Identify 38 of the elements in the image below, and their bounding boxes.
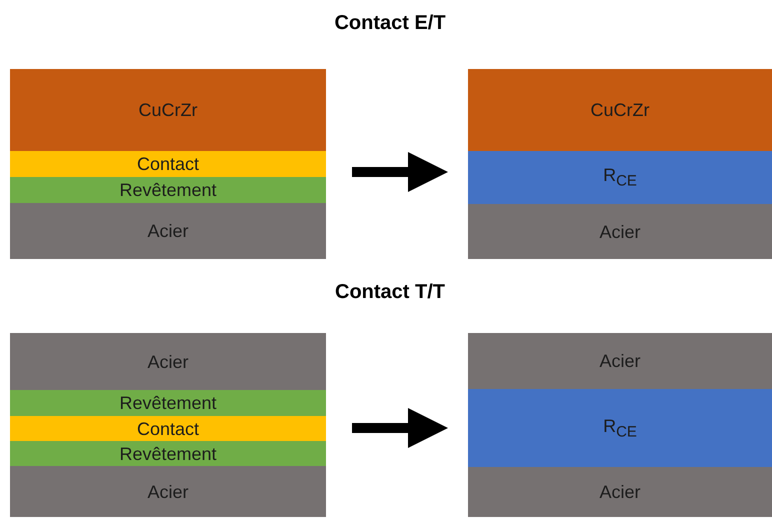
steel-layer: [468, 333, 772, 389]
section-heading: Contact T/T: [335, 281, 445, 304]
layer-label: Contact: [136, 155, 200, 173]
coating-layer: [10, 441, 326, 466]
steel-layer: [10, 466, 326, 517]
steel-layer: [10, 203, 326, 259]
layer-label: Contact: [136, 420, 200, 438]
contact-layer: [10, 416, 326, 441]
layer-label: Revêtement: [119, 444, 217, 462]
layer-stack: [468, 333, 772, 517]
contact-layer: [10, 151, 326, 177]
layer-stack: [10, 333, 326, 517]
layer-label: Revêtement: [119, 181, 217, 199]
coating-layer: [10, 390, 326, 416]
layer-label: R$_{CE}$: [603, 416, 637, 440]
copper-layer: [10, 69, 326, 151]
layer-label: CuCrZr: [138, 101, 198, 119]
resistance-layer: [468, 151, 772, 204]
coating-layer: [10, 177, 326, 203]
steel-layer: [10, 333, 326, 390]
copper-layer: [468, 69, 772, 151]
layer-label: Revêtement: [119, 394, 217, 412]
arrow: [352, 152, 448, 192]
layer-label: Acier: [147, 352, 188, 370]
layer-label: Acier: [599, 483, 640, 501]
section-heading: Contact E/T: [334, 12, 446, 35]
resistance-layer: [468, 389, 772, 467]
layer-stack: [468, 69, 772, 259]
layer-label: Acier: [147, 482, 188, 500]
arrow: [352, 408, 448, 448]
steel-layer: [468, 467, 772, 517]
steel-layer: [468, 204, 772, 259]
layer-label: Acier: [599, 352, 640, 370]
layer-stack: [10, 69, 326, 259]
layer-label: R$_{CE}$: [603, 166, 637, 189]
layer-label: Acier: [147, 222, 188, 240]
layer-label: CuCrZr: [590, 101, 650, 119]
layer-label: Acier: [599, 222, 640, 240]
